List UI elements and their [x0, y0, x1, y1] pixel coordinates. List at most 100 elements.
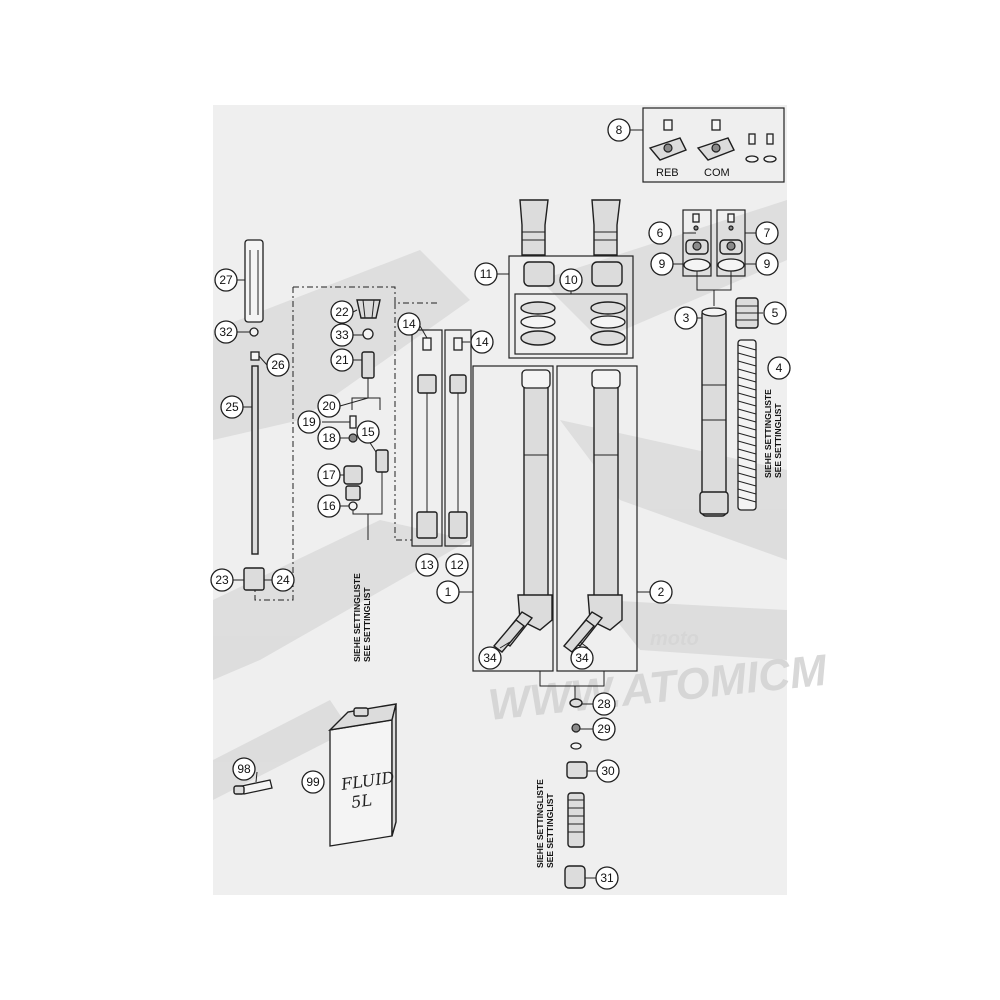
- part-washer-33: [362, 328, 374, 340]
- callout-7: 7: [755, 221, 779, 245]
- box-fork-leg-right: [556, 365, 638, 672]
- svg-text:4: 4: [776, 361, 783, 375]
- svg-text:34: 34: [575, 651, 589, 665]
- label-fluid-volume: 5L: [350, 790, 373, 812]
- part-rod-end-23: [243, 567, 265, 591]
- svg-text:17: 17: [322, 468, 336, 482]
- label-com: COM: [704, 167, 730, 179]
- part-seal-rings: [520, 301, 626, 346]
- svg-text:20: 20: [322, 399, 336, 413]
- part-shim-stack: [567, 792, 585, 848]
- callout-29: 29: [592, 717, 616, 741]
- callout-6: 6: [648, 221, 672, 245]
- part-needle-19: [349, 415, 357, 429]
- callout-20: 20: [317, 394, 341, 418]
- part-fork-protectors: [519, 199, 621, 256]
- label-rod-setting-de: SIEHE SETTINGLISTE: [352, 573, 362, 662]
- label-spring-setting-en: SEE SETTINGLIST: [773, 403, 783, 478]
- svg-text:30: 30: [601, 764, 615, 778]
- label-rod-setting-en: SEE SETTINGLIST: [362, 587, 372, 662]
- callout-23: 23: [210, 568, 234, 592]
- part-top-cap-right: [719, 213, 743, 255]
- svg-text:7: 7: [764, 226, 771, 240]
- callout-17: 17: [317, 463, 341, 487]
- part-valve-17: [343, 465, 363, 485]
- callout-22: 22: [330, 300, 354, 324]
- part-nut-28: [569, 698, 583, 708]
- part-fork-leg-left: [492, 369, 553, 653]
- part-top-cap-left: [685, 213, 709, 255]
- label-base-setting-en: SEE SETTINGLIST: [545, 793, 555, 868]
- part-small-screws: [745, 133, 777, 163]
- svg-text:34: 34: [483, 651, 497, 665]
- part-o-ring-left: [683, 258, 711, 272]
- svg-text:13: 13: [420, 558, 434, 572]
- callout-33: 33: [330, 323, 354, 347]
- part-grease-tube: [233, 779, 273, 795]
- part-nut-17b: [345, 485, 361, 501]
- leader-lines: [233, 129, 763, 879]
- svg-text:18: 18: [322, 431, 336, 445]
- callout-4: 4: [767, 356, 791, 380]
- part-fork-leg-right: [562, 369, 623, 653]
- callout-8: 8: [607, 118, 631, 142]
- svg-text:21: 21: [335, 353, 349, 367]
- part-cartridge-13: [416, 337, 438, 539]
- part-piston-21: [361, 351, 375, 379]
- part-adjuster-knob-com: [696, 119, 735, 161]
- callout-14-left: 14: [397, 312, 421, 336]
- svg-text:9: 9: [659, 257, 666, 271]
- box-cartridge-13: [411, 329, 443, 547]
- callout-25: 25: [220, 395, 244, 419]
- callout-5: 5: [763, 301, 787, 325]
- callout-11: 11: [474, 262, 498, 286]
- part-outer-tube: [699, 307, 729, 517]
- svg-text:33: 33: [335, 328, 349, 342]
- part-preload-spacer: [735, 297, 759, 329]
- callout-31: 31: [595, 866, 619, 890]
- part-base-valve-30: [566, 761, 588, 779]
- callout-99: 99: [301, 770, 325, 794]
- svg-text:24: 24: [276, 573, 290, 587]
- svg-text:26: 26: [271, 358, 285, 372]
- part-cartridge-12: [448, 337, 468, 539]
- box-cartridge-12: [444, 329, 472, 547]
- part-washer-16: [348, 501, 358, 511]
- svg-text:10: 10: [564, 273, 578, 287]
- part-fluid-can: FLUID 5L: [327, 703, 397, 847]
- callout-15: 15: [356, 420, 380, 444]
- label-reb: REB: [656, 167, 679, 179]
- callout-9-right: 9: [755, 252, 779, 276]
- part-fork-spring: [737, 339, 757, 511]
- box-adjuster-kit: [642, 107, 785, 183]
- callout-14-right: 14: [470, 330, 494, 354]
- svg-text:28: 28: [597, 697, 611, 711]
- svg-text:16: 16: [322, 499, 336, 513]
- part-valve-22: [356, 299, 381, 319]
- callout-30: 30: [596, 759, 620, 783]
- svg-text:12: 12: [450, 558, 464, 572]
- dash-boundary-left: [254, 286, 440, 601]
- svg-text:8: 8: [616, 123, 623, 137]
- label-spring-setting-de: SIEHE SETTINGLISTE: [763, 389, 773, 478]
- svg-text:22: 22: [335, 305, 349, 319]
- callout-32: 32: [214, 320, 238, 344]
- part-o-ring-32: [249, 327, 259, 337]
- part-o-ring-right: [717, 258, 745, 272]
- callout-24: 24: [271, 568, 295, 592]
- svg-text:5: 5: [772, 306, 779, 320]
- svg-text:2: 2: [658, 585, 665, 599]
- callout-34-right: 34: [570, 646, 594, 670]
- svg-text:6: 6: [657, 226, 664, 240]
- part-adjuster-knob-reb: [648, 119, 687, 161]
- watermark-brand: moto: [650, 628, 699, 650]
- svg-text:3: 3: [683, 311, 690, 325]
- svg-text:27: 27: [219, 273, 233, 287]
- part-ball-18: [348, 433, 358, 443]
- callout-18: 18: [317, 426, 341, 450]
- callout-26: 26: [266, 353, 290, 377]
- svg-text:9: 9: [764, 257, 771, 271]
- box-seal-kit: [508, 255, 634, 359]
- callout-34-left: 34: [478, 646, 502, 670]
